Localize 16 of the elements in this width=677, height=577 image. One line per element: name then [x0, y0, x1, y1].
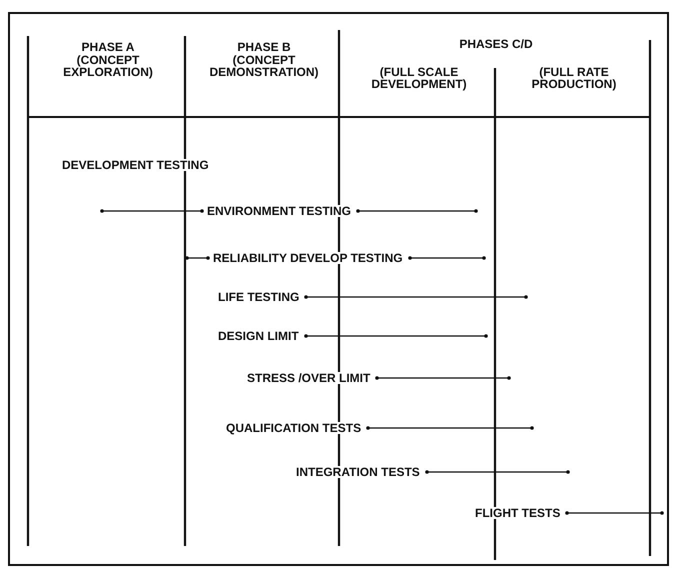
column-heading: PHASE B [236, 41, 292, 53]
column-heading: (FULL SCALE DEVELOPMENT) [370, 66, 468, 90]
column-heading: (CONCEPT EXPLORATION) [62, 54, 154, 78]
activity-label: INTEGRATION TESTS [294, 466, 422, 478]
activity-label: QUALIFICATION TESTS [224, 422, 364, 434]
activity-label: ENVIRONMENT TESTING [205, 205, 354, 217]
column-heading: PHASE A [80, 41, 136, 53]
section-heading: DEVELOPMENT TESTING [60, 159, 211, 171]
activity-label: LIFE TESTING [216, 291, 302, 303]
activity-label: RELIABILITY DEVELOP TESTING [211, 252, 405, 264]
column-heading: (CONCEPT DEMONSTRATION) [208, 54, 320, 78]
activity-label: FLIGHT TESTS [473, 507, 562, 519]
column-heading: (FULL RATE PRODUCTION) [530, 66, 618, 90]
column-heading: PHASES C/D [458, 38, 534, 50]
activity-label: DESIGN LIMIT [216, 330, 301, 342]
activity-label: STRESS /OVER LIMIT [245, 372, 372, 384]
